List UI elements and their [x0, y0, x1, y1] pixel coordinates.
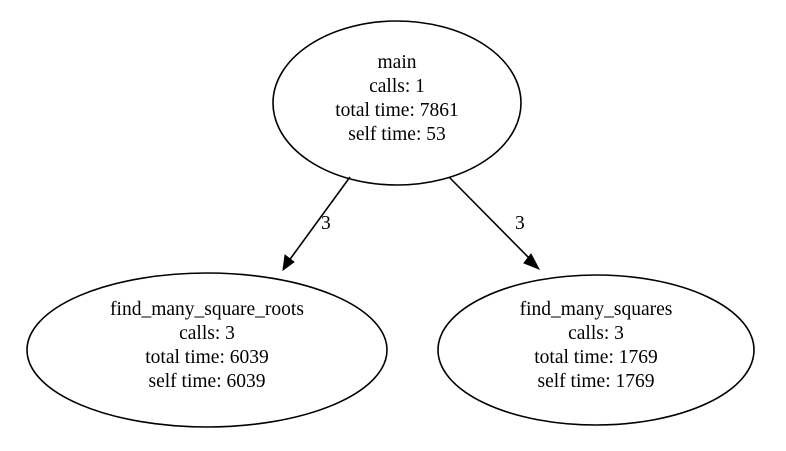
node-main-label: main calls: 1 total time: 7861 self time… — [273, 51, 521, 147]
node-find-many-squares-self-time: self time: 1769 — [537, 371, 655, 392]
node-find-many-square-roots-name: find_many_square_roots — [110, 299, 304, 320]
node-main-total-time: total time: 7861 — [335, 100, 459, 121]
node-main-self-time: self time: 53 — [348, 124, 446, 145]
node-find-many-squares-total-time: total time: 1769 — [534, 347, 658, 368]
node-main-calls: calls: 1 — [369, 76, 425, 97]
node-find-many-squares-name: find_many_squares — [519, 299, 673, 320]
node-find-many-squares-label: find_many_squares calls: 3 total time: 1… — [438, 298, 754, 394]
edge-label-main-to-find-many-squares: 3 — [515, 213, 525, 234]
node-find-many-squares-ellipse[interactable] — [437, 274, 755, 426]
node-find-many-square-roots-label: find_many_square_roots calls: 3 total ti… — [27, 298, 387, 394]
edge-main-to-find-many-square-roots-arrowhead — [282, 254, 295, 272]
node-find-many-square-roots-calls: calls: 3 — [179, 323, 235, 344]
edge-main-to-find-many-square-roots-line[interactable] — [287, 176, 351, 263]
edge-main-to-find-many-squares-arrowhead — [523, 253, 541, 270]
edge-main-to-find-many-squares-line[interactable] — [448, 176, 533, 262]
node-find-many-square-roots-total-time: total time: 6039 — [145, 347, 269, 368]
edge-label-main-to-find-many-square-roots: 3 — [321, 213, 331, 234]
node-find-many-squares-calls: calls: 3 — [568, 323, 624, 344]
node-main-name: main — [377, 52, 417, 73]
node-find-many-square-roots-ellipse[interactable] — [26, 272, 388, 428]
node-main-ellipse[interactable] — [272, 20, 522, 186]
node-find-many-square-roots-self-time: self time: 6039 — [148, 371, 266, 392]
